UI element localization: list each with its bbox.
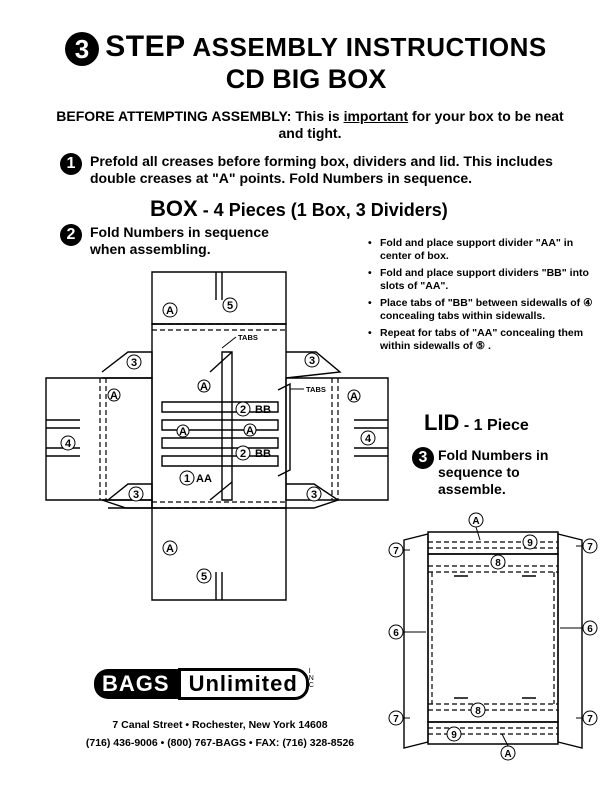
fold-3-label: 3 xyxy=(131,357,137,369)
instruction-item: Place tabs of "BB" between sidewalls of … xyxy=(368,297,598,323)
lid-fold-8-label: 8 xyxy=(495,558,501,569)
step-2-text: Fold Numbers in sequence when assembling… xyxy=(90,224,269,257)
lid-fold-a-label: A xyxy=(472,516,479,527)
important-emphasis: important xyxy=(343,108,409,124)
fold-4-label: 4 xyxy=(65,438,72,450)
lid-fold-8-label: 8 xyxy=(475,706,481,717)
fold-a-label: A xyxy=(350,391,358,403)
aa-label: AA xyxy=(196,473,212,485)
step-1-number: 1 xyxy=(60,153,82,175)
bb-label: BB xyxy=(255,404,271,416)
fold-3-label: 3 xyxy=(133,489,139,501)
fold-5-label: 5 xyxy=(227,300,233,312)
fold-3-label: 3 xyxy=(311,489,317,501)
step-1-text: Prefold all creases before forming box, … xyxy=(90,153,553,186)
fold-a-label: A xyxy=(246,425,254,437)
fold-a-label: A xyxy=(166,543,174,555)
lid-fold-7-label: 7 xyxy=(587,714,593,725)
corner-tab xyxy=(101,351,153,379)
lid-heading: LID - 1 Piece xyxy=(424,410,529,435)
assembly-notice: BEFORE ATTEMPTING ASSEMBLY: This is impo… xyxy=(56,108,564,141)
corner-tab xyxy=(101,499,153,509)
step-3-text: Fold Numbers in sequence to assemble. xyxy=(438,447,549,497)
fold-4-label: 4 xyxy=(365,433,372,445)
logo-inc: INC xyxy=(308,668,314,689)
fold-a-label: A xyxy=(200,381,208,393)
box-heading: BOX - 4 Pieces (1 Box, 3 Dividers) xyxy=(150,196,448,221)
lid-fold-9-label: 9 xyxy=(451,730,457,741)
lid-fold-7-label: 7 xyxy=(393,546,399,557)
divider-bb xyxy=(161,401,279,413)
company-phones: (716) 436-9006 • (800) 767-BAGS • FAX: (… xyxy=(85,737,355,749)
box-right-side xyxy=(285,377,389,501)
tabs-label: TABS xyxy=(238,333,258,342)
fold-5-label: 5 xyxy=(201,571,207,583)
corner-tab xyxy=(285,351,342,379)
company-address: 7 Canal Street • Rochester, New York 146… xyxy=(112,719,328,731)
box-base-panel xyxy=(151,323,287,509)
lid-fold-6-label: 6 xyxy=(393,628,399,639)
bb-label: BB xyxy=(255,448,271,460)
fold-a-label: A xyxy=(166,305,174,317)
divider-bb xyxy=(161,437,279,449)
divider-aa xyxy=(221,351,233,501)
instruction-item: Fold and place support dividers "BB" int… xyxy=(368,267,598,293)
bb-number: 2 xyxy=(240,404,246,416)
corner-tab xyxy=(107,483,153,509)
product-title: CD BIG BOX xyxy=(225,64,387,94)
title-step-word: STEP xyxy=(105,30,186,63)
step-2: 2 Fold Numbers in sequence when assembli… xyxy=(60,224,294,258)
lid-fold-9-label: 9 xyxy=(527,538,533,549)
title-assembly: ASSEMBLY INSTRUCTIONS xyxy=(192,32,547,62)
aa-number: 1 xyxy=(184,473,190,485)
company-contact: 7 Canal Street • Rochester, New York 146… xyxy=(60,716,380,752)
lid-fold-7-label: 7 xyxy=(393,714,399,725)
lid-fold-6-label: 6 xyxy=(587,624,593,635)
instruction-item: Repeat for tabs of "AA" concealing them … xyxy=(368,327,598,353)
bb-number: 2 xyxy=(240,448,246,460)
box-instructions: Fold and place support divider "AA" in c… xyxy=(368,237,598,357)
instruction-item: Fold and place support divider "AA" in c… xyxy=(368,237,598,263)
logo-bags: BAGS xyxy=(94,669,178,699)
fold-a-label: A xyxy=(179,426,187,438)
logo-unlimited: Unlimited xyxy=(177,668,309,700)
step-3-number: 3 xyxy=(412,447,434,469)
step-count-badge: 3 xyxy=(65,32,100,67)
lid-fold-a-label: A xyxy=(504,749,511,760)
step-3: 3 Fold Numbers in sequence to assemble. xyxy=(412,447,572,498)
fold-a-label: A xyxy=(110,390,118,402)
step-2-number: 2 xyxy=(60,224,82,246)
lid-diagram xyxy=(403,531,583,749)
tabs-label: TABS xyxy=(306,385,326,394)
step-1: 1 Prefold all creases before forming box… xyxy=(60,153,584,187)
lid-fold-7-label: 7 xyxy=(587,542,593,553)
fold-3-label: 3 xyxy=(309,355,315,367)
